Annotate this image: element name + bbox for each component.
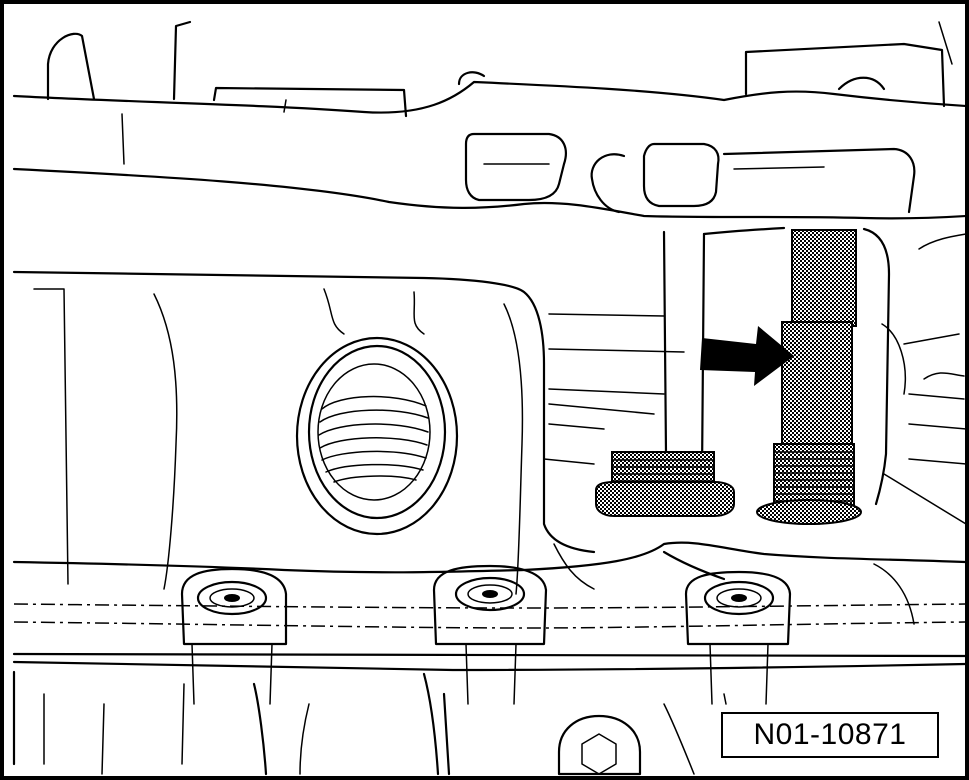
threaded-bolt [756,229,862,525]
arrow-icon [700,326,794,386]
threaded-plug [595,451,735,517]
pan-bolt [684,570,792,705]
pan-bolt [432,564,548,705]
bottom-details [12,670,727,776]
lower-flange [12,541,965,672]
engine-housing-drawing [12,20,965,776]
pan-bolt [180,567,288,705]
figure-reference-number: N01-10871 [721,712,939,758]
threaded-bore [295,336,459,536]
upper-housing [12,20,965,220]
